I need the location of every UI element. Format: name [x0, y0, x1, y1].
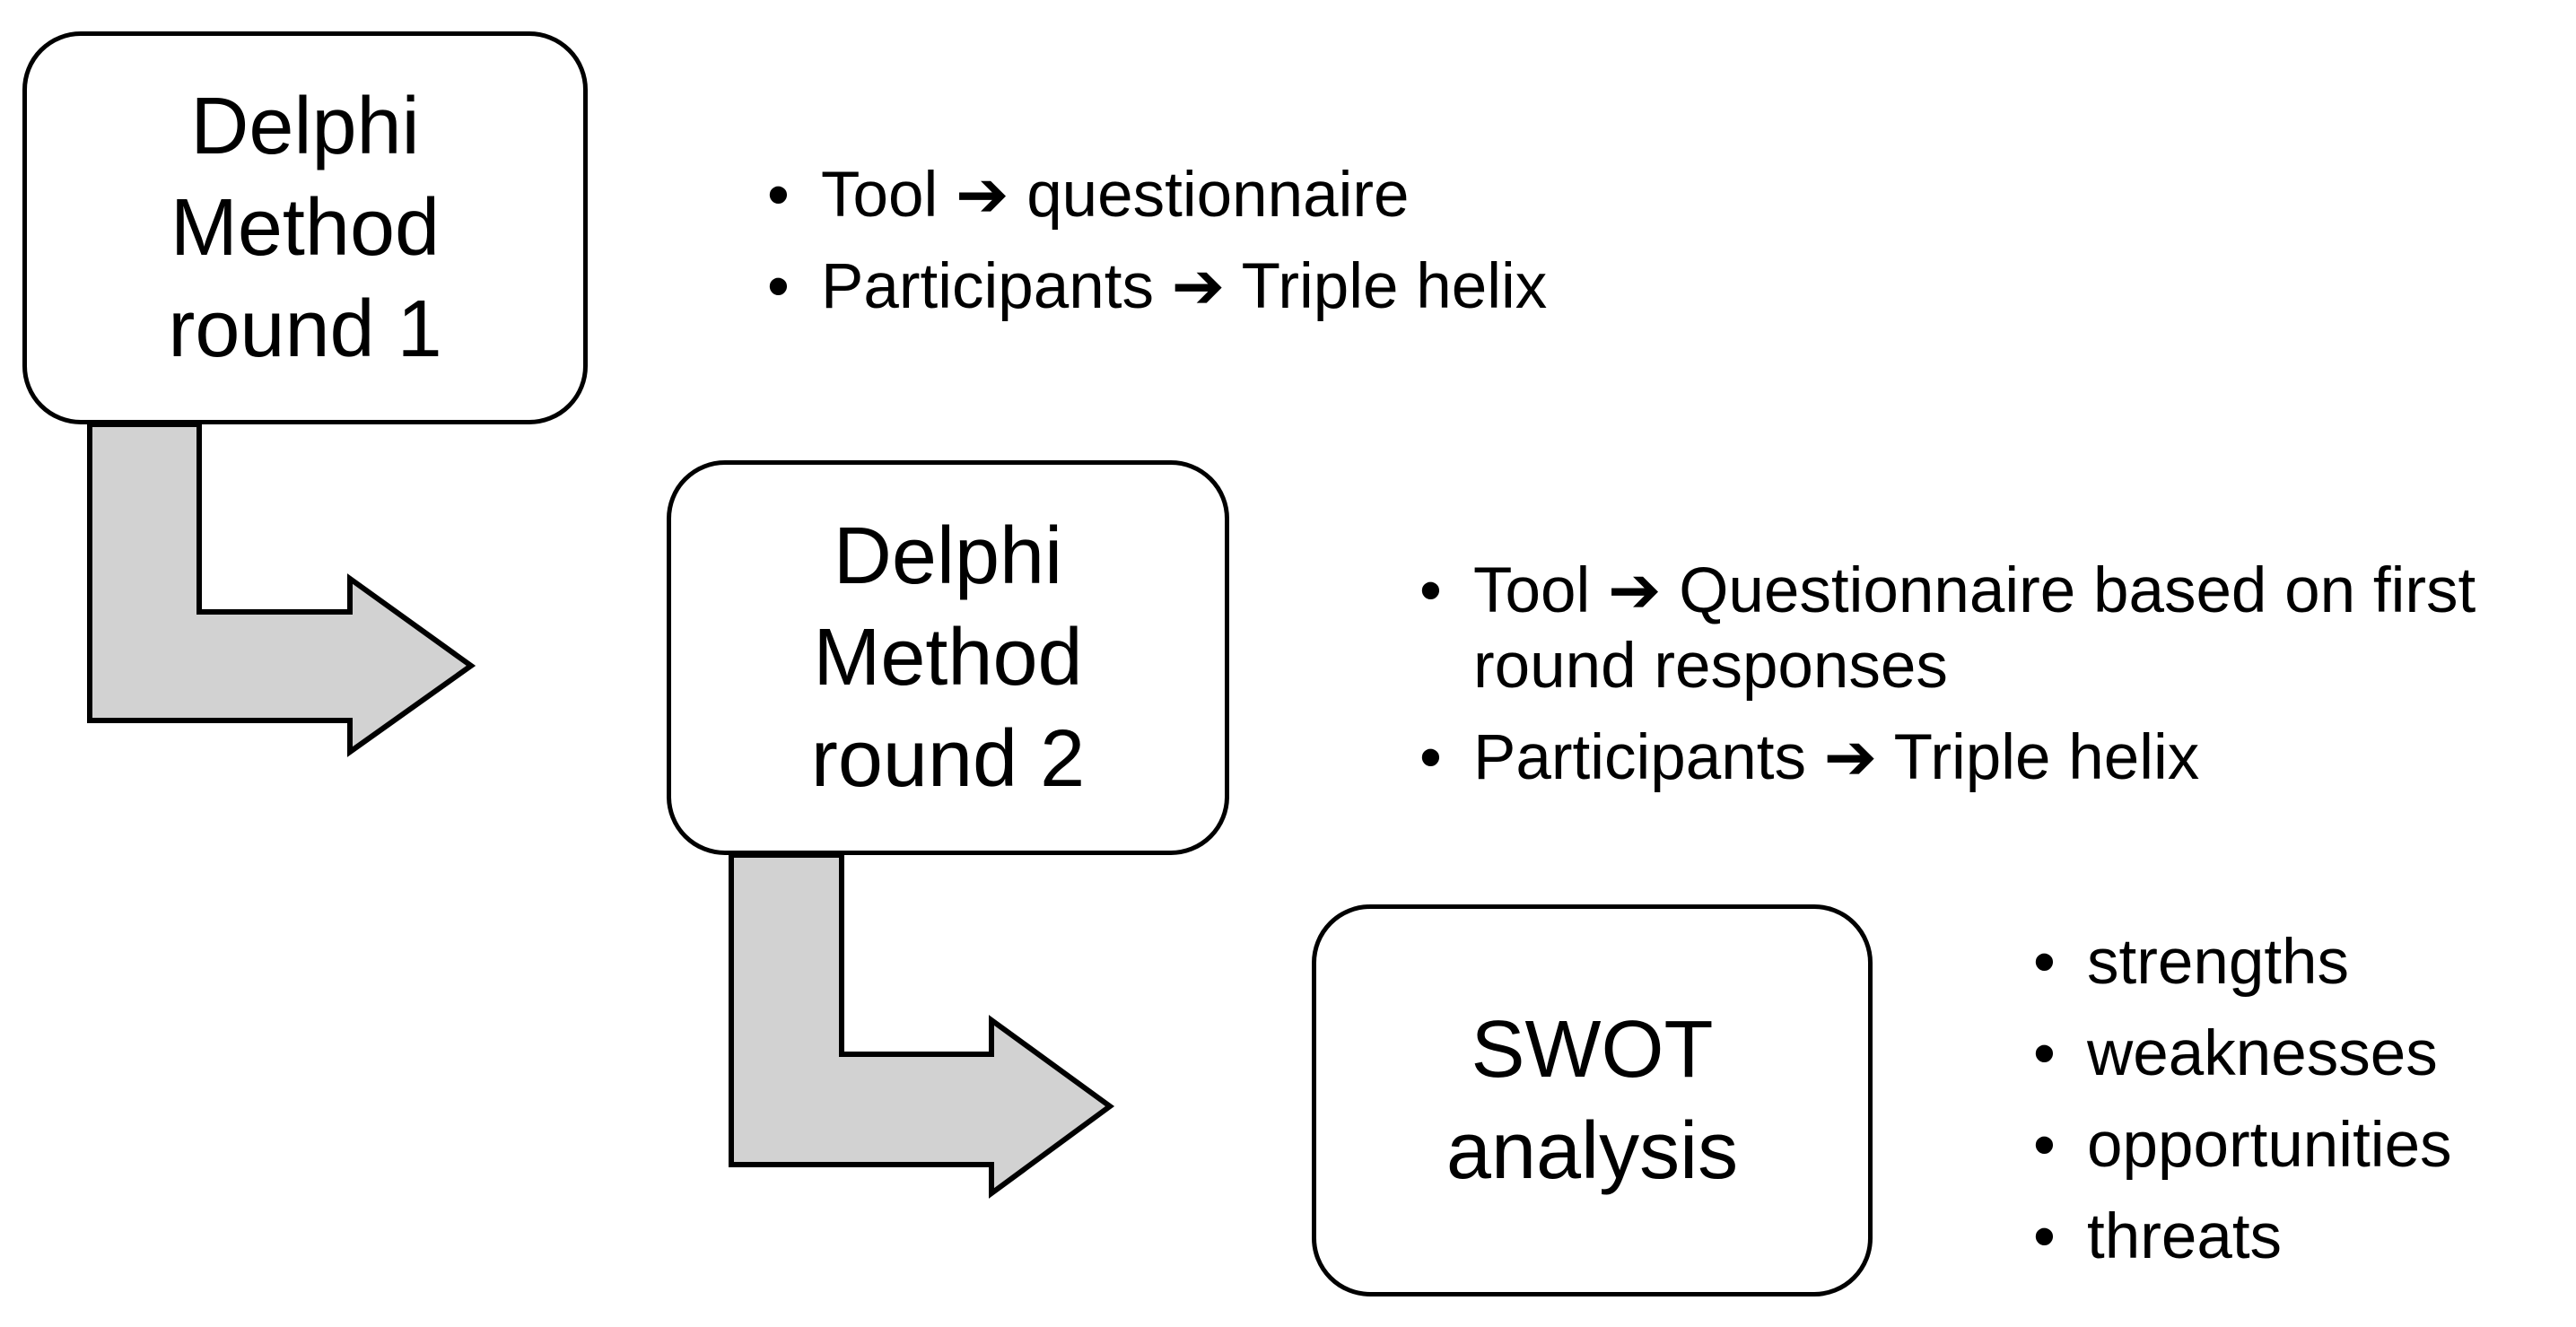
bullet-icon: • — [1419, 555, 1442, 626]
bullet-text: threats — [2087, 1201, 2283, 1272]
bullet-text: Tool ➔ Questionnaire based on first roun… — [1473, 555, 2476, 702]
box-label-delphi-round-1: Delphi Method round 1 — [168, 81, 442, 374]
bullet-list-round-1: • Tool ➔ questionnaire • Participants ➔ … — [767, 158, 1575, 341]
bullet-icon: • — [1419, 722, 1442, 793]
bullet-text: opportunities — [2087, 1110, 2452, 1181]
bent-arrow-icon-round1-to-round2 — [87, 422, 476, 757]
box-delphi-method-round-2: Delphi Method round 2 — [667, 460, 1229, 855]
bullet-icon: • — [2033, 1018, 2056, 1089]
box-delphi-method-round-1: Delphi Method round 1 — [22, 31, 588, 424]
bullet-item: • Tool ➔ Questionnaire based on first ro… — [1419, 554, 2576, 704]
bullet-icon: • — [767, 160, 790, 231]
bullet-text: weaknesses — [2087, 1018, 2438, 1089]
bullet-text: Participants ➔ Triple helix — [1473, 722, 2200, 793]
box-label-delphi-round-2: Delphi Method round 2 — [810, 511, 1086, 804]
bullet-item: • opportunities — [2033, 1108, 2572, 1183]
bullet-item: • strengths — [2033, 925, 2572, 1000]
bullet-item: • Tool ➔ questionnaire — [767, 158, 1575, 233]
bullet-item: • threats — [2033, 1200, 2572, 1275]
bullet-text: strengths — [2087, 927, 2350, 998]
bent-arrow-icon-round2-to-swot — [729, 852, 1115, 1199]
bullet-icon: • — [2033, 1201, 2056, 1272]
box-label-swot-analysis: SWOT analysis — [1445, 1004, 1739, 1196]
bullet-item: • weaknesses — [2033, 1017, 2572, 1092]
bullet-icon: • — [767, 251, 790, 322]
box-swot-analysis: SWOT analysis — [1312, 904, 1873, 1296]
bullet-item: • Participants ➔ Triple helix — [767, 249, 1575, 325]
bullet-list-round-2: • Tool ➔ Questionnaire based on first ro… — [1419, 554, 2576, 812]
bullet-item: • Participants ➔ Triple helix — [1419, 720, 2576, 796]
bullet-icon: • — [2033, 1110, 2056, 1181]
bullet-icon: • — [2033, 927, 2056, 998]
bullet-list-swot: • strengths • weaknesses • opportunities… — [2033, 925, 2572, 1291]
bullet-text: Tool ➔ questionnaire — [821, 160, 1410, 231]
bullet-text: Participants ➔ Triple helix — [821, 251, 1548, 322]
